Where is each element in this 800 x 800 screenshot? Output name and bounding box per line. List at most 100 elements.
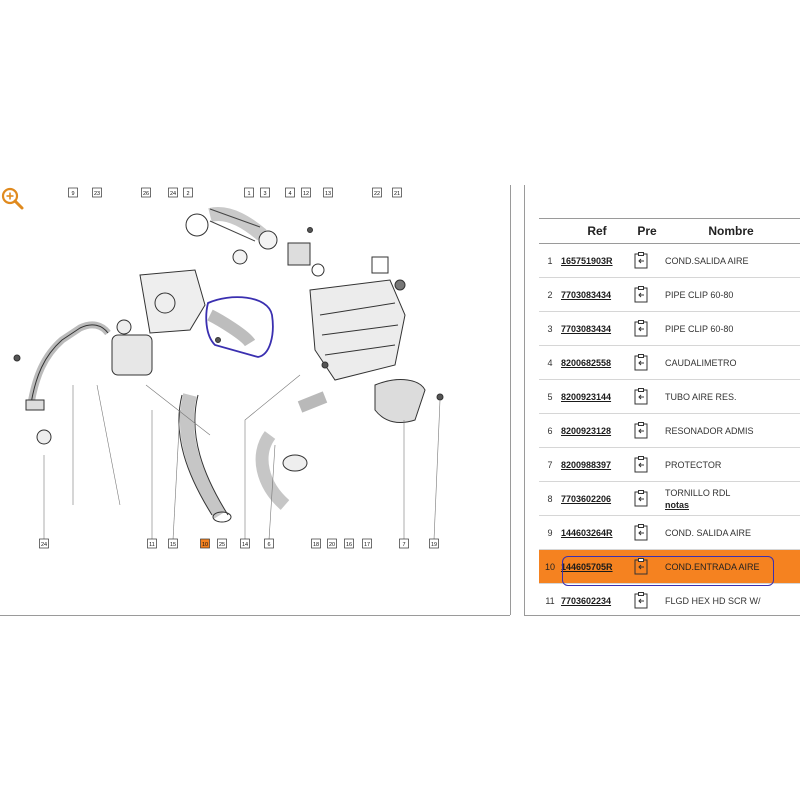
callout-24[interactable]: 24 — [168, 187, 178, 198]
part-ref-link[interactable]: 7703083434 — [561, 289, 612, 300]
clipboard-arrow-icon[interactable] — [633, 489, 650, 508]
part-ref-link[interactable]: 8200988397 — [561, 459, 612, 470]
callout-label: 11 — [149, 542, 155, 548]
part-name: RESONADOR ADMIS — [665, 425, 754, 436]
row-pre-cell — [633, 243, 661, 278]
row-index: 1 — [539, 243, 561, 278]
clipboard-arrow-icon[interactable] — [633, 387, 650, 406]
callout-label: 2 — [186, 191, 189, 197]
callout-21[interactable]: 21 — [392, 187, 402, 198]
callout-2[interactable]: 2 — [183, 187, 193, 198]
callout-label: 10 — [202, 542, 208, 548]
clipboard-arrow-icon[interactable] — [633, 557, 650, 576]
col-ref-header[interactable]: Ref — [561, 218, 633, 244]
clipboard-arrow-icon[interactable] — [633, 523, 650, 542]
table-header-row: Ref Pre Nombre — [539, 218, 800, 244]
row-ref-cell: 8200923144 — [561, 379, 633, 414]
clipboard-arrow-icon[interactable] — [633, 285, 650, 304]
part-ref-link[interactable]: 7703602206 — [561, 493, 612, 504]
callout-10[interactable]: 10 — [200, 538, 210, 549]
callout-26[interactable]: 26 — [141, 187, 151, 198]
callout-20[interactable]: 20 — [327, 538, 337, 549]
row-name: TUBO AIRE RES. — [661, 379, 800, 414]
row-index: 9 — [539, 515, 561, 550]
callout-1[interactable]: 1 — [244, 187, 254, 198]
col-pre-header[interactable]: Pre — [633, 218, 661, 244]
part-name: PROTECTOR — [665, 459, 722, 470]
callout-25[interactable]: 25 — [217, 538, 227, 549]
callout-9[interactable]: 9 — [68, 187, 78, 198]
callout-22[interactable]: 22 — [372, 187, 382, 198]
diagram-panel — [0, 185, 510, 616]
clipboard-arrow-icon[interactable] — [633, 251, 650, 270]
part-name: PIPE CLIP 60-80 — [665, 289, 734, 300]
callout-label: 1 — [247, 191, 250, 197]
notes-link[interactable]: notas — [665, 499, 690, 510]
callout-6[interactable]: 6 — [264, 538, 274, 549]
row-ref-cell: 7703083434 — [561, 311, 633, 346]
callout-18[interactable]: 18 — [311, 538, 321, 549]
callout-12[interactable]: 12 — [301, 187, 311, 198]
row-name: RESONADOR ADMIS — [661, 413, 800, 448]
row-index: 8 — [539, 481, 561, 516]
part-ref-link[interactable]: 144603264R — [561, 527, 613, 538]
callout-23[interactable]: 23 — [92, 187, 102, 198]
callout-15[interactable]: 15 — [168, 538, 178, 549]
callout-17[interactable]: 17 — [362, 538, 372, 549]
part-name: COND.ENTRADA AIRE — [665, 561, 760, 572]
row-pre-cell — [633, 311, 661, 346]
clipboard-arrow-icon[interactable] — [633, 455, 650, 474]
part-ref-link[interactable]: 8200682558 — [561, 357, 612, 368]
row-ref-cell: 8200923128 — [561, 413, 633, 448]
row-ref-cell: 7703602206 — [561, 481, 633, 516]
clipboard-arrow-icon[interactable] — [633, 591, 650, 610]
part-ref-link[interactable]: 8200923128 — [561, 425, 612, 436]
callout-label: 22 — [374, 191, 380, 197]
callout-label: 18 — [313, 542, 319, 548]
callout-label: 24 — [41, 542, 47, 548]
row-name: PIPE CLIP 60-80 — [661, 311, 800, 346]
col-name-header[interactable]: Nombre — [661, 218, 800, 244]
callout-label: 20 — [329, 542, 335, 548]
row-name: COND.ENTRADA AIRE — [661, 549, 800, 584]
part-ref-link[interactable]: 8200923144 — [561, 391, 612, 402]
callout-7[interactable]: 7 — [399, 538, 409, 549]
callout-3[interactable]: 3 — [260, 187, 270, 198]
clipboard-arrow-icon[interactable] — [633, 421, 650, 440]
callout-19[interactable]: 19 — [429, 538, 439, 549]
row-pre-cell — [633, 413, 661, 448]
part-ref-link[interactable]: 7703083434 — [561, 323, 612, 334]
row-pre-cell — [633, 549, 661, 584]
callout-label: 14 — [242, 542, 248, 548]
callout-11[interactable]: 11 — [147, 538, 157, 549]
panel-divider — [510, 185, 511, 615]
part-ref-link[interactable]: 165751903R — [561, 255, 613, 266]
callout-13[interactable]: 13 — [323, 187, 333, 198]
clipboard-arrow-icon[interactable] — [633, 353, 650, 372]
clipboard-arrow-icon[interactable] — [633, 319, 650, 338]
part-ref-link[interactable]: 7703602234 — [561, 595, 612, 606]
callout-24[interactable]: 24 — [39, 538, 49, 549]
callout-4[interactable]: 4 — [285, 187, 295, 198]
callout-14[interactable]: 14 — [240, 538, 250, 549]
row-ref-cell: 7703083434 — [561, 277, 633, 312]
part-name: COND. SALIDA AIRE — [665, 527, 752, 538]
callout-16[interactable]: 16 — [344, 538, 354, 549]
zoom-in-icon[interactable] — [0, 186, 26, 212]
col-index-header — [539, 218, 561, 244]
part-ref-link[interactable]: 144605705R — [561, 561, 613, 572]
